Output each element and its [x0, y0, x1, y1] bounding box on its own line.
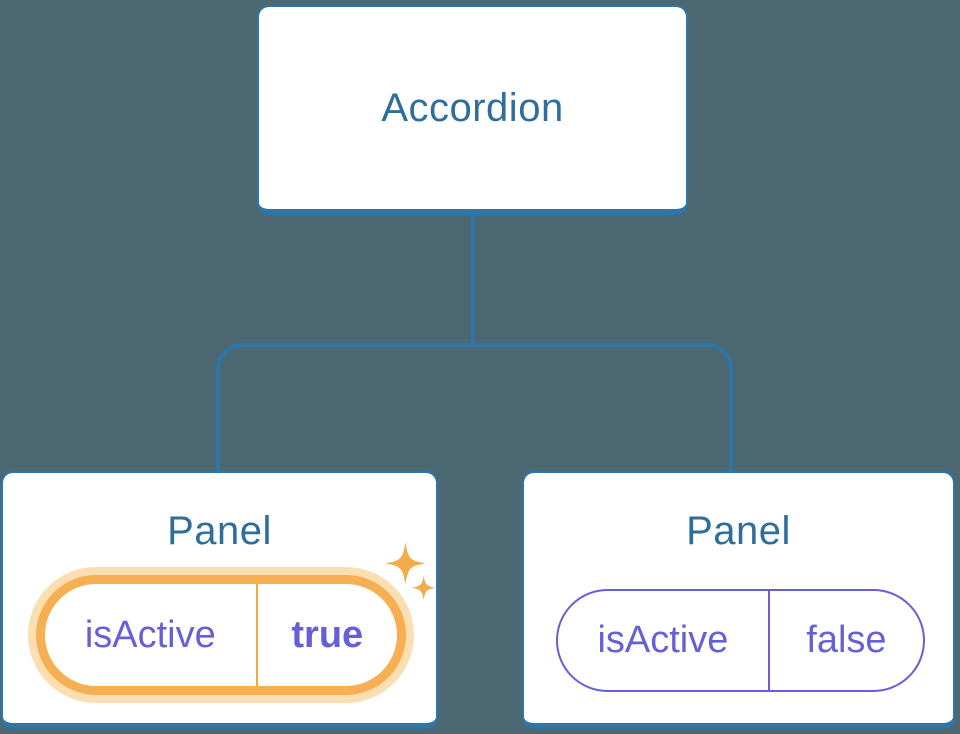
accordion-node-label: Accordion	[381, 85, 564, 130]
panel-node-label: Panel	[167, 509, 272, 553]
state-pill-inactive: isActive false	[556, 589, 925, 692]
state-value-label: true	[291, 613, 364, 656]
pill-divider	[767, 591, 770, 690]
connector-branches	[216, 343, 733, 472]
panel-node-label: Panel	[686, 509, 791, 553]
state-key-label: isActive	[84, 613, 216, 656]
state-key-label: isActive	[597, 619, 729, 661]
pill-divider	[255, 584, 258, 686]
connector-stem	[471, 214, 475, 345]
panel-node-active: Panel isActive true	[1, 471, 438, 729]
accordion-node: Accordion	[257, 5, 688, 215]
state-value-label: false	[806, 619, 887, 661]
panel-node-inactive: Panel isActive false	[522, 471, 955, 729]
state-pill-active: isActive true	[36, 575, 406, 695]
sparkles-icon	[385, 542, 436, 600]
